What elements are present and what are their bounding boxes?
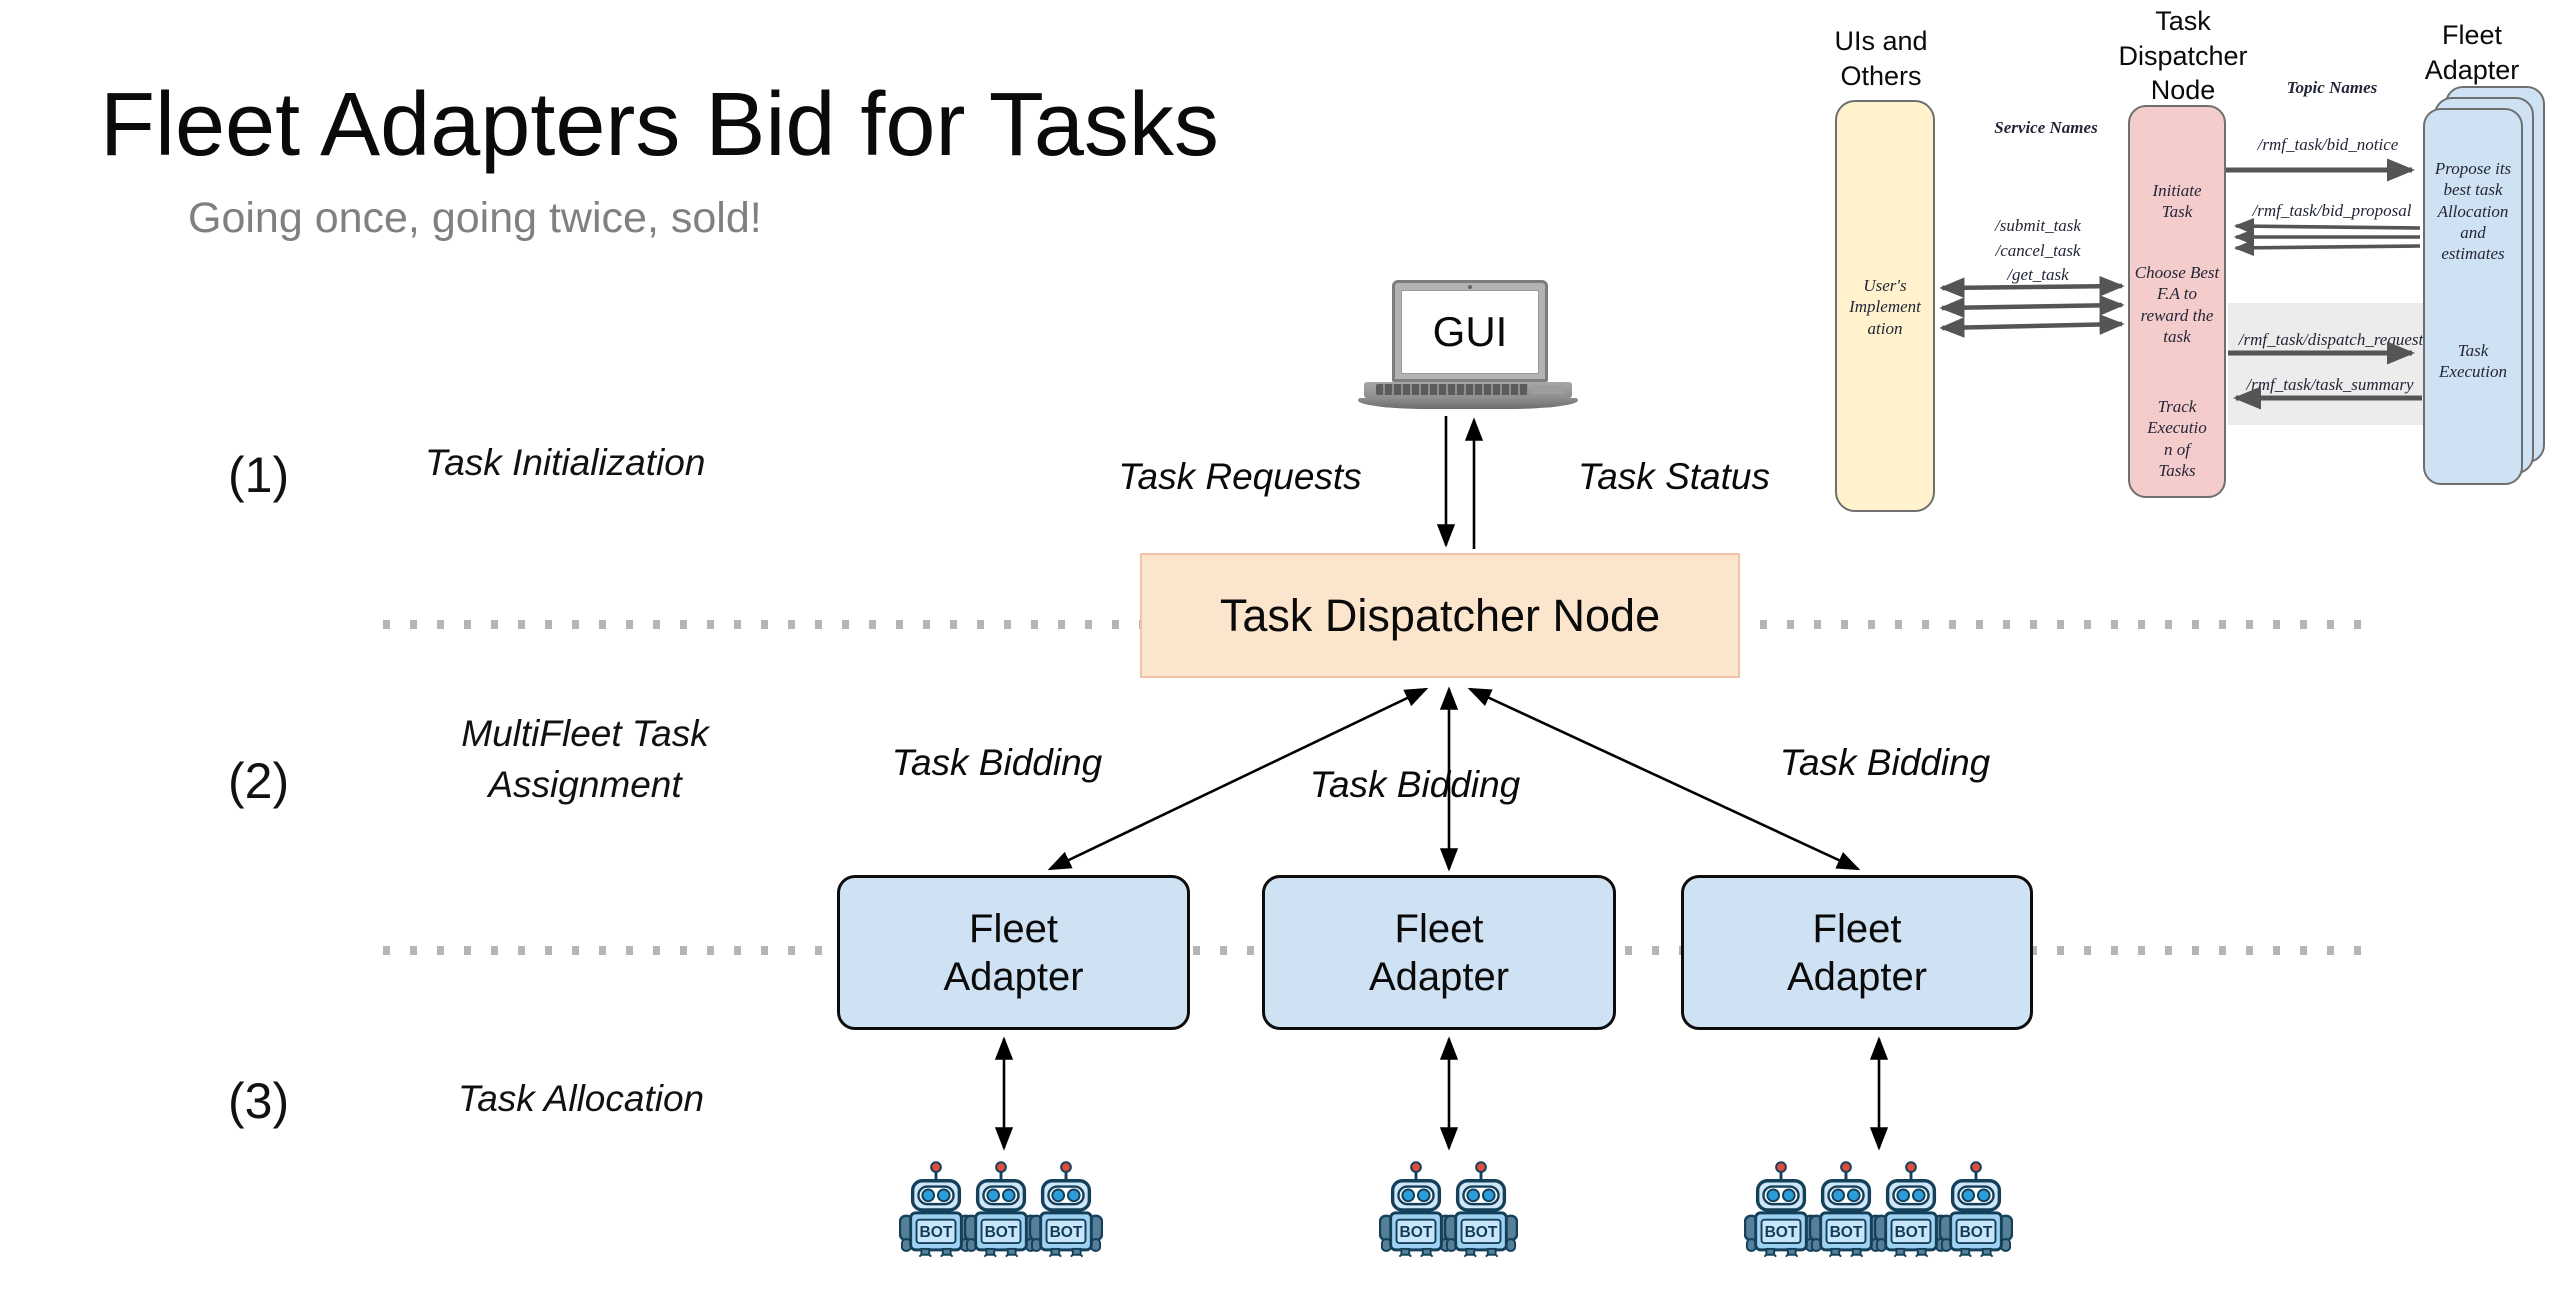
robot-group-2: BOT BOT <box>1379 1157 1518 1257</box>
robot-icon: BOT <box>1874 1161 1948 1257</box>
fleet-adapter-box-2: Fleet Adapter <box>1262 875 1616 1030</box>
robot-icon: BOT <box>1809 1161 1883 1257</box>
svg-text:BOT: BOT <box>1895 1224 1928 1241</box>
svg-text:BOT: BOT <box>1400 1224 1433 1241</box>
fleet-adapter-box-3: Fleet Adapter <box>1681 875 2033 1030</box>
svg-text:BOT: BOT <box>1765 1224 1798 1241</box>
mini-uis-lifeline <box>1835 100 1935 512</box>
mini-topic-dispatch-request: /rmf_task/dispatch_request <box>2238 330 2424 349</box>
laptop-touchpad <box>1532 385 1564 394</box>
robot-icon: BOT <box>1379 1161 1453 1257</box>
mini-track-execution: Track Executio n of Tasks <box>2147 397 2207 480</box>
mini-initiate-task: Initiate Task <box>2152 181 2202 222</box>
mini-header-uis: UIs and Others <box>1834 26 1928 91</box>
robot-group-3: BOT BOT BOT <box>1744 1157 2013 1257</box>
mini-topic-bid-notice: /rmf_task/bid_notice <box>2257 135 2399 154</box>
page-title: Fleet Adapters Bid for Tasks <box>100 75 1219 175</box>
laptop-webcam-dot <box>1468 285 1472 289</box>
mini-topic-task-summary: /rmf_task/task_summary <box>2246 375 2414 394</box>
laptop-keyboard <box>1364 382 1572 398</box>
mini-service-list: /submit_task /cancel_task /get_task <box>1995 216 2081 285</box>
section-3-label: Task Allocation <box>458 1078 705 1119</box>
section-1-label: Task Initialization <box>425 442 706 483</box>
robot-icon: BOT <box>1744 1161 1818 1257</box>
task-bidding-label-2: Task Bidding <box>1309 764 1521 805</box>
robot-group-1: BOT BOT BOT <box>899 1157 1103 1257</box>
laptop-keys <box>1376 384 1528 395</box>
svg-text:BOT: BOT <box>1465 1224 1498 1241</box>
mini-dispatcher-lifeline <box>2128 105 2226 498</box>
gui-label: GUI <box>1432 308 1508 355</box>
svg-text:BOT: BOT <box>1050 1224 1083 1241</box>
mini-topic-bid-proposal: /rmf_task/bid_proposal <box>2252 201 2412 220</box>
svg-text:BOT: BOT <box>1830 1224 1863 1241</box>
mini-choose-best: Choose Best F.A to reward the task <box>2134 263 2220 346</box>
task-bidding-label-3: Task Bidding <box>1779 742 1991 783</box>
svg-text:BOT: BOT <box>985 1224 1018 1241</box>
robot-icon: BOT <box>1444 1161 1518 1257</box>
robot-icon: BOT <box>1029 1161 1103 1257</box>
section-2-number: (2) <box>228 753 290 809</box>
fleet-adapter-box-1: Fleet Adapter <box>837 875 1190 1030</box>
task-bidding-label-1: Task Bidding <box>891 742 1103 783</box>
mini-task-execution-body: Task Execution <box>2439 341 2507 382</box>
mini-header-dispatcher: Task Dispatcher Node <box>2118 6 2248 106</box>
laptop-base-lip <box>1358 398 1578 409</box>
task-requests-label: Task Requests <box>1118 456 1362 497</box>
task-status-label: Task Status <box>1578 456 1770 497</box>
robot-icon: BOT <box>1939 1161 2013 1257</box>
mini-fleet-lifeline-front <box>2423 108 2523 485</box>
svg-text:BOT: BOT <box>920 1224 953 1241</box>
mini-propose-body: Propose its best task Allocation and est… <box>2434 159 2512 263</box>
laptop-icon: GUI <box>1392 280 1548 382</box>
section-2-label: MultiFleet Task Assignment <box>461 713 709 806</box>
section-1-number: (1) <box>228 447 290 503</box>
mini-topic-names-label: Topic Names <box>2286 78 2378 97</box>
mini-service-names-label: Service Names <box>1994 118 2098 137</box>
robot-icon: BOT <box>964 1161 1038 1257</box>
section-3-number: (3) <box>228 1073 290 1129</box>
task-dispatcher-node-box: Task Dispatcher Node <box>1140 553 1740 678</box>
svg-text:BOT: BOT <box>1960 1224 1993 1241</box>
mini-header-fleet: Fleet Adapter <box>2424 20 2520 85</box>
page-subtitle: Going once, going twice, sold! <box>188 194 762 242</box>
mini-uis-body: User's Implement ation <box>1849 276 1921 338</box>
robot-icon: BOT <box>899 1161 973 1257</box>
